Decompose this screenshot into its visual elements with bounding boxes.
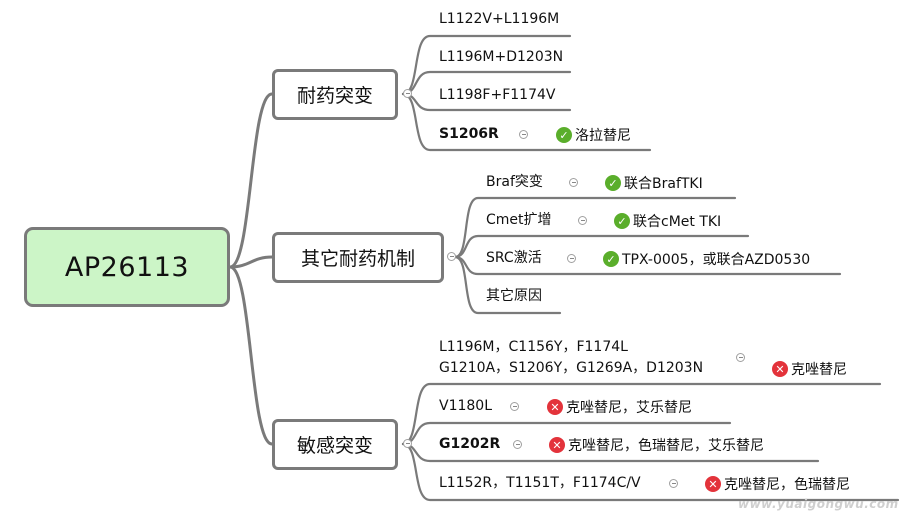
drug-note: ✕ 克唑替尼，色瑞替尼，艾乐替尼: [549, 435, 764, 455]
check-circle-icon: ✓: [603, 251, 619, 267]
drug-note-text: 克唑替尼，色瑞替尼，艾乐替尼: [568, 438, 764, 454]
leaf-node[interactable]: S1206R: [439, 126, 499, 142]
leaf-node[interactable]: G1202R: [439, 436, 501, 452]
leaf-node-line2[interactable]: G1210A，S1206Y，G1269A，D1203N: [439, 360, 704, 376]
leaf-node[interactable]: V1180L: [439, 398, 493, 414]
collapse-minus-icon[interactable]: [569, 178, 578, 187]
connector-root-branch3: [228, 265, 274, 446]
leaf-node[interactable]: 其它原因: [486, 288, 542, 304]
cross-circle-icon: ✕: [772, 361, 788, 377]
connector-root-branch2: [228, 255, 274, 269]
leaf-node[interactable]: SRC激活: [486, 250, 542, 266]
branch-node-other-mechanisms[interactable]: 其它耐药机制: [272, 232, 444, 283]
collapse-minus-icon[interactable]: [669, 479, 678, 488]
drug-note-text: TPX-0005，或联合AZD0530: [622, 252, 811, 268]
collapse-minus-icon[interactable]: [519, 130, 528, 139]
drug-note: ✓ TPX-0005，或联合AZD0530: [603, 249, 810, 269]
drug-note: ✓ 联合cMet TKI: [614, 211, 721, 231]
drug-note-text: 洛拉替尼: [575, 128, 631, 144]
connector-b2-leaf1: [453, 196, 737, 259]
leaf-node[interactable]: L1196M+D1203N: [439, 49, 564, 65]
drug-note-text: 克唑替尼: [791, 362, 847, 378]
check-circle-icon: ✓: [556, 127, 572, 143]
watermark: www.yuaigongwu.com: [738, 497, 899, 511]
leaf-node[interactable]: L1152R，T1151T，F1174C/V: [439, 475, 641, 491]
drug-note-text: 联合cMet TKI: [633, 214, 722, 230]
branch-node-sensitive-mutations[interactable]: 敏感突变: [272, 419, 398, 470]
leaf-node-line1[interactable]: L1196M，C1156Y，F1174L: [439, 339, 628, 355]
connector-b2-leaf4: [453, 255, 562, 315]
drug-note: ✕ 克唑替尼，艾乐替尼: [547, 397, 692, 417]
collapse-minus-icon[interactable]: [567, 254, 576, 263]
leaf-node[interactable]: Cmet扩增: [486, 212, 552, 228]
drug-note: ✕ 克唑替尼: [772, 359, 847, 379]
drug-note-text: 克唑替尼，艾乐替尼: [566, 400, 692, 416]
check-circle-icon: ✓: [614, 213, 630, 229]
branch-label: 敏感突变: [296, 435, 373, 457]
collapse-minus-icon[interactable]: [736, 353, 745, 362]
cross-circle-icon: ✕: [547, 399, 563, 415]
collapse-minus-icon[interactable]: [403, 439, 412, 448]
collapse-minus-icon[interactable]: [513, 440, 522, 449]
connector-root-branch1: [228, 92, 274, 269]
collapse-minus-icon[interactable]: [447, 252, 456, 261]
drug-note-text: 联合BrafTKI: [624, 176, 703, 192]
collapse-minus-icon[interactable]: [578, 216, 587, 225]
drug-note: ✕ 克唑替尼，色瑞替尼: [705, 474, 850, 494]
leaf-node[interactable]: L1122V+L1196M: [439, 11, 560, 27]
drug-note-text: 克唑替尼，色瑞替尼: [724, 477, 850, 493]
collapse-minus-icon[interactable]: [403, 89, 412, 98]
drug-note: ✓ 联合BrafTKI: [605, 173, 703, 193]
branch-label: 耐药突变: [296, 85, 373, 107]
leaf-node[interactable]: L1198F+F1174V: [439, 87, 556, 103]
connector-b2-leaf2: [453, 234, 750, 259]
cross-circle-icon: ✕: [705, 476, 721, 492]
branch-node-resistance-mutations[interactable]: 耐药突变: [272, 69, 398, 120]
leaf-node[interactable]: Braf突变: [486, 174, 543, 190]
collapse-minus-icon[interactable]: [510, 402, 519, 411]
drug-note: ✓ 洛拉替尼: [556, 125, 631, 145]
check-circle-icon: ✓: [605, 175, 621, 191]
branch-label: 其它耐药机制: [300, 248, 415, 270]
root-label: AP26113: [64, 251, 190, 283]
cross-circle-icon: ✕: [549, 437, 565, 453]
root-node[interactable]: AP26113: [24, 227, 230, 307]
